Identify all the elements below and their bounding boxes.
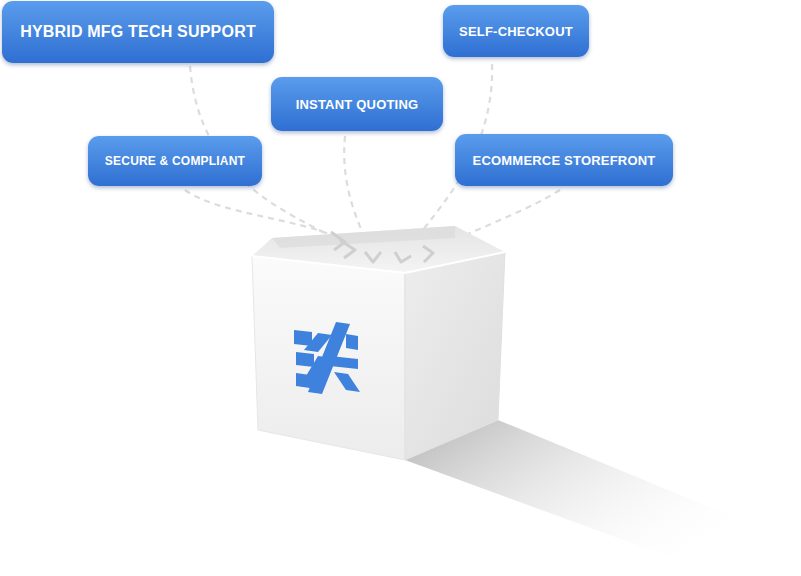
label-pill: HYBRID MFG TECH SUPPORT (2, 1, 274, 63)
arrowheads (331, 232, 433, 262)
label-pill: SELF-CHECKOUT (443, 5, 589, 57)
pill-text: HYBRID MFG TECH SUPPORT (20, 23, 256, 41)
logo (294, 322, 360, 394)
pill-text: SECURE & COMPLIANT (105, 154, 245, 168)
box-side (405, 252, 505, 460)
pill-text: INSTANT QUOTING (296, 97, 419, 112)
pill-text: ECOMMERCE STOREFRONT (473, 153, 656, 168)
pill-text: SELF-CHECKOUT (459, 24, 573, 39)
label-pill: ECOMMERCE STOREFRONT (455, 134, 673, 186)
label-pill: SECURE & COMPLIANT (88, 136, 262, 186)
box-front (252, 256, 405, 460)
label-pill: INSTANT QUOTING (271, 77, 443, 131)
box-shadow (405, 420, 790, 568)
